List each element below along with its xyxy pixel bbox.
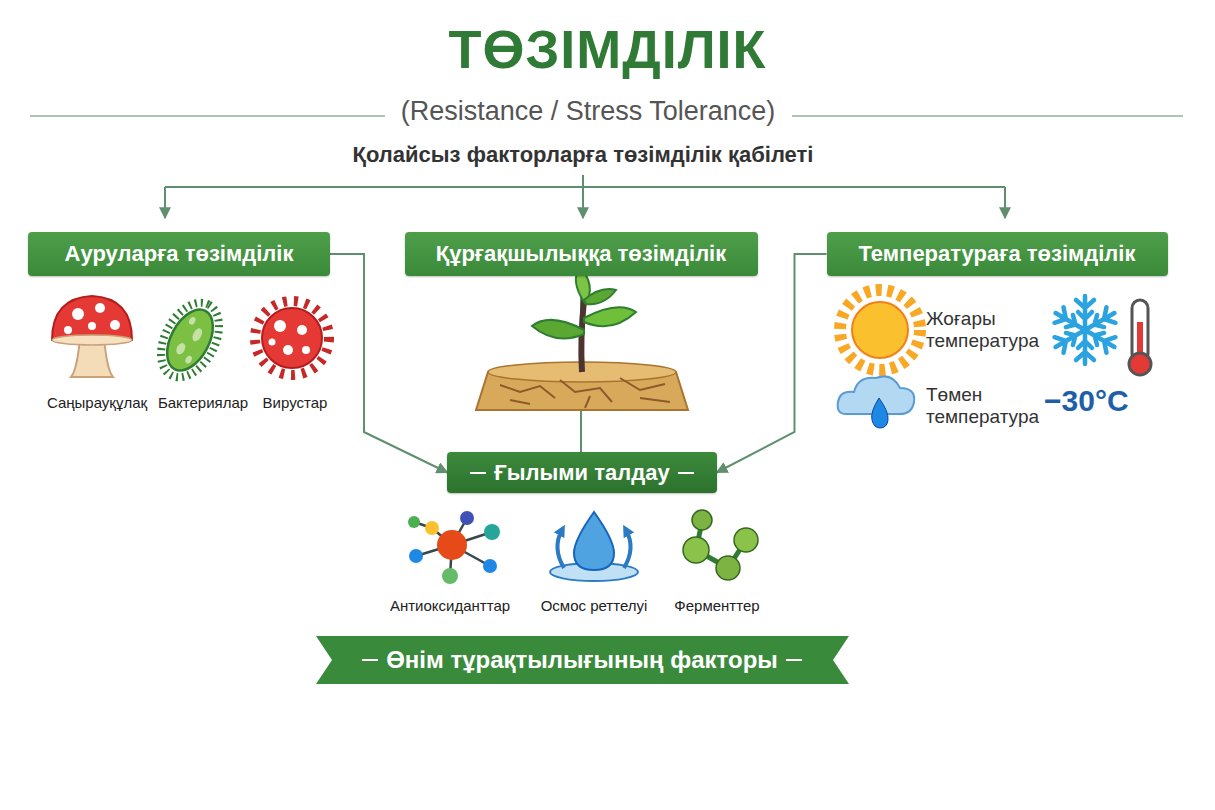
branch-bracket — [165, 175, 1005, 218]
dash-rule — [362, 659, 378, 661]
node-text: Құрғақшылыққа төзімділік — [436, 241, 726, 267]
sun-icon — [840, 290, 920, 370]
connector-arrow — [330, 254, 447, 473]
analysis-box: Ғылыми талдау — [447, 452, 716, 493]
connector-arrow — [717, 254, 827, 473]
node-text: Өнім тұрақтылығының факторы — [386, 646, 778, 674]
fungus-icon — [52, 296, 132, 377]
ribbon-fill — [316, 636, 849, 684]
enzyme-molecule-icon — [683, 510, 758, 580]
osmosis-drop-icon — [550, 512, 638, 581]
icon-label: Антиоксиданттар — [390, 597, 510, 614]
category-box: Ауруларға төзімділік — [28, 232, 330, 276]
icon-label: Саңырауқұлақ — [47, 394, 147, 411]
virus-icon — [255, 301, 329, 375]
temperature-value: −30°C — [1044, 384, 1129, 419]
dash-rule — [786, 659, 802, 661]
icon-label: Төмен температура — [926, 384, 1056, 428]
category-box: Құрғақшылыққа төзімділік — [405, 232, 758, 276]
heading-rule — [792, 115, 1183, 117]
icon-label: Бактериялар — [158, 394, 248, 411]
node-text: Ғылыми талдау — [494, 460, 669, 486]
icon-label: Жоғары температура — [926, 308, 1056, 352]
icon-label: Вирустар — [263, 394, 328, 411]
subtitle: (Resistance / Stress Tolerance) — [401, 96, 776, 127]
icon-label: Ферменттер — [674, 597, 759, 614]
heading-rule — [30, 115, 385, 117]
bacteria-icon — [149, 293, 231, 387]
thermometer-icon — [1129, 300, 1151, 375]
dash-rule — [470, 472, 486, 474]
drought-plant-illustration — [476, 268, 688, 410]
category-box: Температураға төзімділік — [827, 232, 1168, 276]
result-banner: Өнім тұрақтылығының факторы — [316, 636, 849, 684]
node-text: Ауруларға төзімділік — [65, 241, 294, 267]
icon-label: Осмос реттелуі — [541, 597, 648, 614]
lead-text: Қолайсыз факторларға төзімділік қабілеті — [353, 142, 814, 167]
antioxidant-molecule-icon — [408, 511, 500, 584]
diagram-title: ТӨЗІМДІЛІК — [0, 18, 1215, 80]
snowflake-icon — [1051, 296, 1119, 364]
cold-cloud-icon — [838, 376, 915, 428]
node-text: Температураға төзімділік — [859, 241, 1136, 267]
dash-rule — [678, 472, 694, 474]
